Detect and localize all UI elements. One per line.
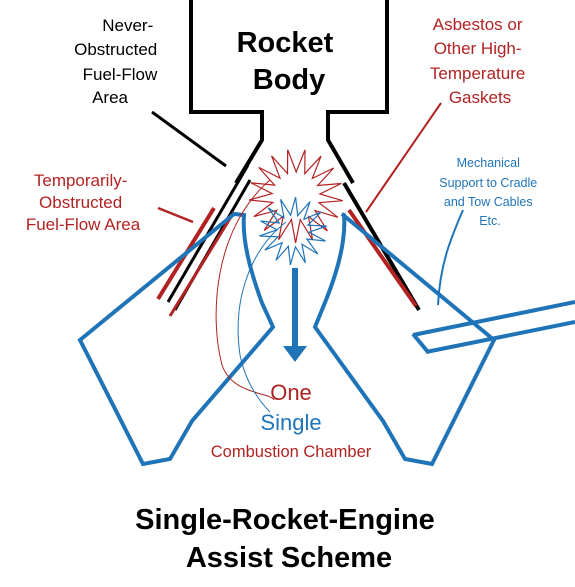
rocket-body-label: Rocket Body [237, 27, 342, 96]
support-bar-lower [425, 320, 575, 354]
thrust-arrow-head [283, 346, 307, 362]
never-obstructed-label: Never- Obstructed Fuel-Flow Area [74, 16, 162, 107]
diagram-title: Single-Rocket-Engine Assist Scheme [135, 504, 443, 574]
temporarily-obstructed-label: Temporarily- Obstructed Fuel-Flow Area [26, 171, 141, 234]
blue-pointer-curve [237, 221, 287, 413]
mechanical-support-label: Mechanical Support to Cradle and Tow Cab… [439, 156, 540, 228]
combustion-burst-blue [259, 196, 327, 266]
combustion-burst-red [249, 149, 343, 244]
temporarily-obstructed-pointer [157, 206, 194, 224]
one-label: One [270, 380, 312, 405]
gasket-right [347, 208, 418, 308]
support-bar-end [411, 332, 430, 354]
gasket-left-inner [168, 211, 236, 317]
never-obstructed-pointer [151, 110, 227, 168]
asbestos-label: Asbestos or Other High- Temperature Gask… [430, 15, 530, 107]
rocket-body-outline [189, 0, 389, 185]
support-bar-upper [412, 300, 575, 337]
red-pointer-curve [215, 179, 275, 401]
asbestos-pointer [365, 102, 442, 213]
combustion-chamber-outline [77, 211, 497, 467]
combustion-chamber-label: Combustion Chamber [211, 443, 372, 461]
single-label: Single [260, 410, 321, 435]
mechanical-support-pointer [437, 209, 464, 306]
